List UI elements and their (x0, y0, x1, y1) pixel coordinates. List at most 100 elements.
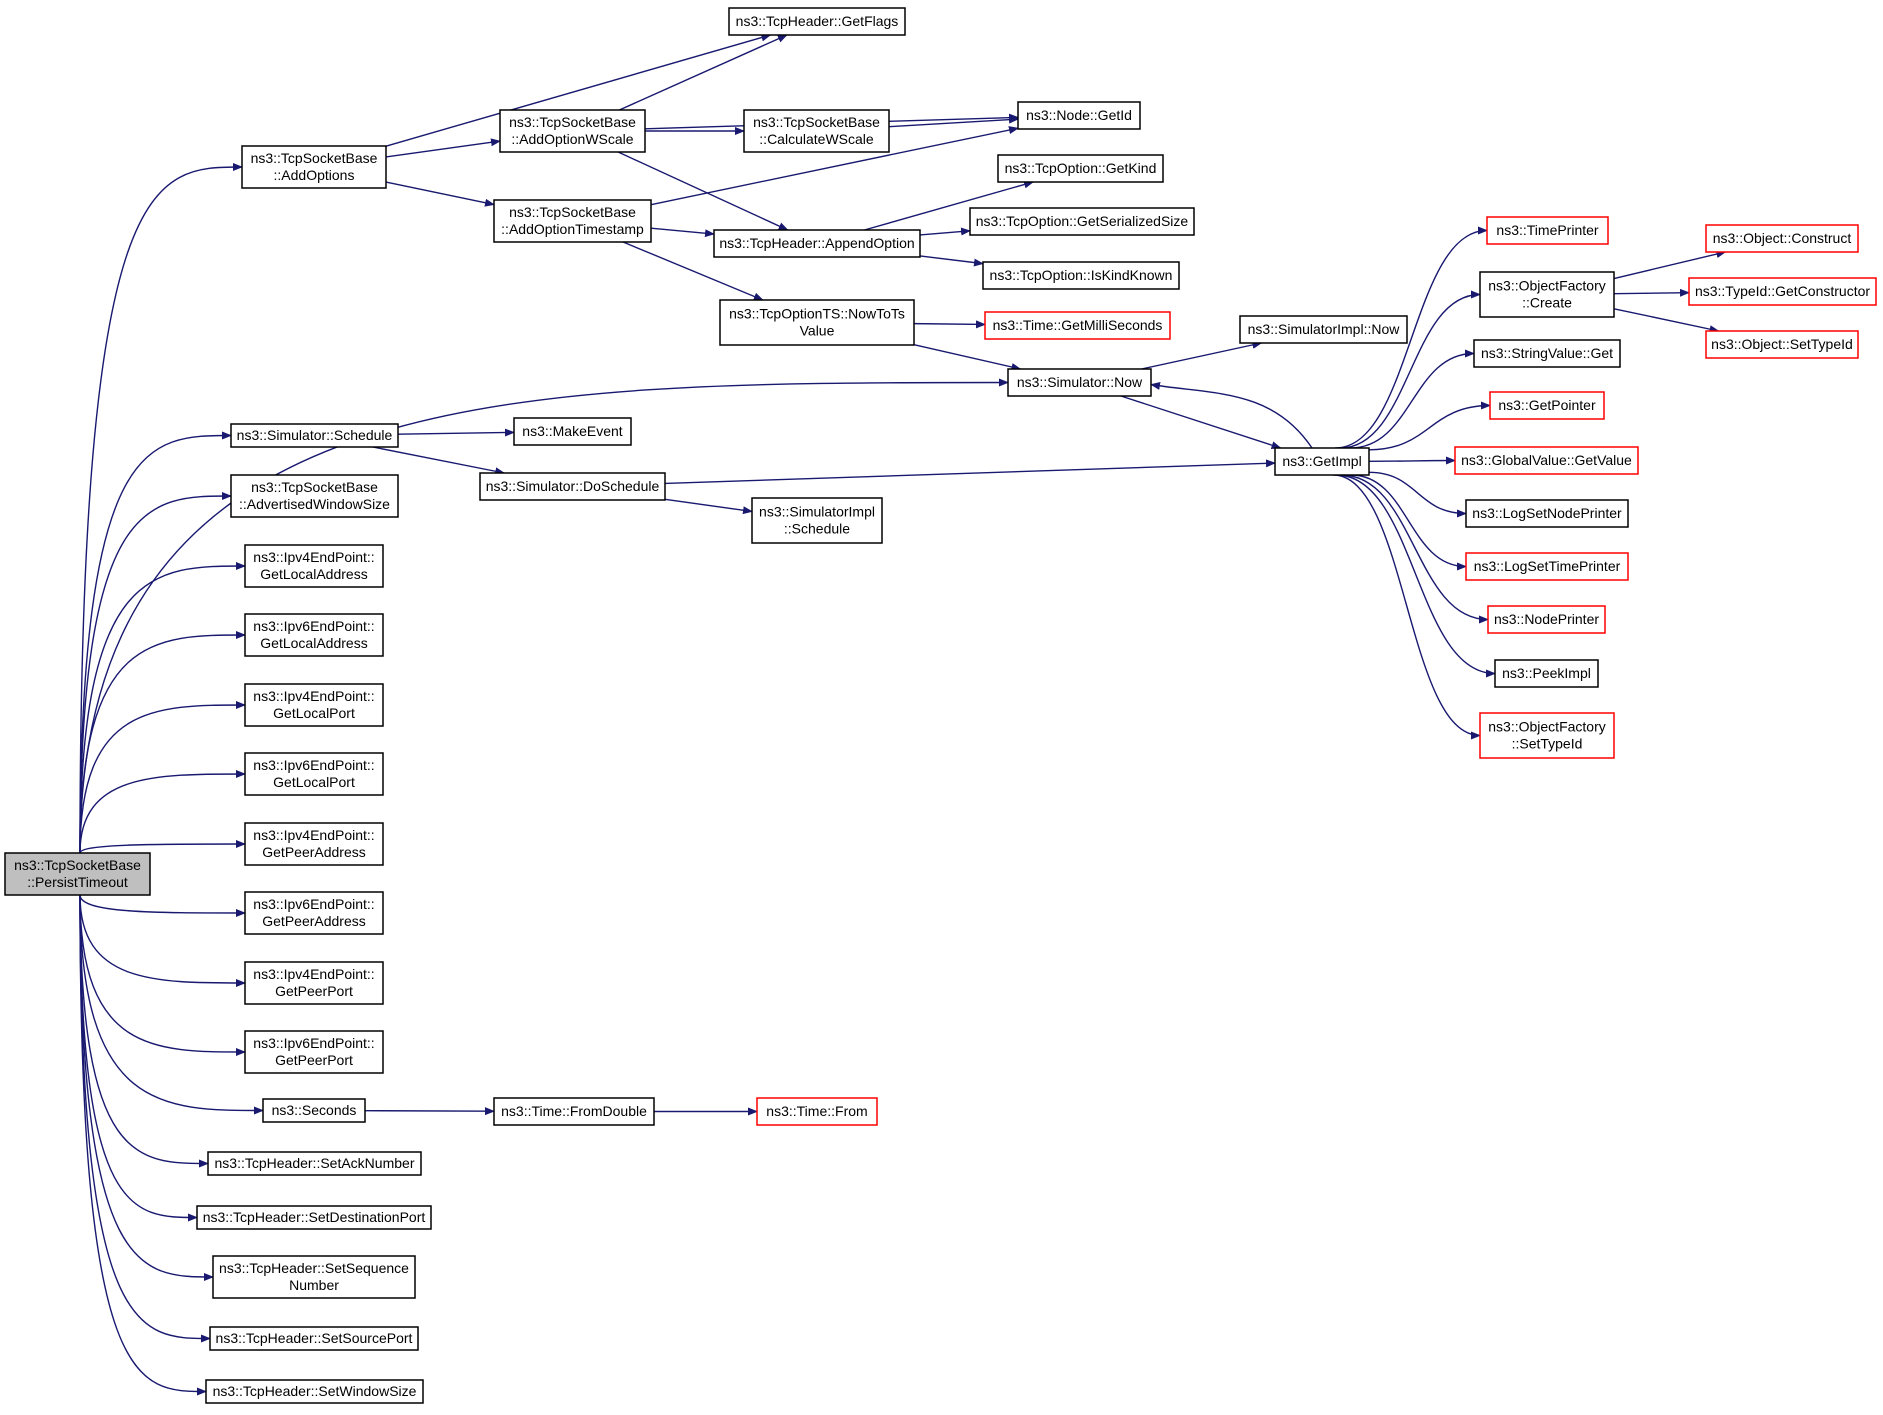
node-box[interactable] (244, 683, 384, 727)
node-box[interactable] (713, 229, 921, 258)
function-node-ipv4-gpa[interactable]: ns3::Ipv4EndPoint::GetPeerAddress (244, 822, 384, 866)
function-node-objfac-settypeid[interactable]: ns3::ObjectFactory::SetTypeId (1479, 712, 1615, 759)
function-node-ipv6-gla[interactable]: ns3::Ipv6EndPoint::GetLocalAddress (244, 613, 384, 657)
function-node-ipv4-gla[interactable]: ns3::Ipv4EndPoint::GetLocalAddress (244, 544, 384, 588)
node-box[interactable] (244, 752, 384, 796)
function-node-getmilli[interactable]: ns3::Time::GetMilliSeconds (984, 311, 1171, 340)
node-box[interactable] (244, 891, 384, 935)
function-node-sim-now[interactable]: ns3::Simulator::Now (1007, 368, 1152, 397)
function-node-add-wscale[interactable]: ns3::TcpSocketBase::AddOptionWScale (499, 109, 646, 153)
node-box[interactable] (209, 1326, 419, 1351)
node-box[interactable] (479, 472, 666, 501)
node-box[interactable] (212, 1255, 416, 1299)
function-node-objfac-create[interactable]: ns3::ObjectFactory::Create (1479, 271, 1615, 318)
function-node-log-node-printer[interactable]: ns3::LogSetNodePrinter (1465, 499, 1629, 528)
node-box[interactable] (499, 109, 646, 153)
node-box[interactable] (1274, 447, 1370, 476)
node-box[interactable] (1487, 605, 1606, 634)
node-box[interactable] (1486, 216, 1609, 245)
function-node-set-src[interactable]: ns3::TcpHeader::SetSourcePort (209, 1326, 419, 1351)
node-box[interactable] (493, 1097, 655, 1126)
function-node-time-from[interactable]: ns3::Time::From (756, 1097, 878, 1126)
node-box[interactable] (241, 145, 387, 189)
function-node-typeid-getctor[interactable]: ns3::TypeId::GetConstructor (1688, 277, 1877, 306)
function-node-add-ts[interactable]: ns3::TcpSocketBase::AddOptionTimestamp (493, 199, 652, 243)
node-box[interactable] (244, 1030, 384, 1074)
node-box[interactable] (969, 207, 1195, 236)
node-box[interactable] (1454, 446, 1639, 475)
node-box[interactable] (196, 1205, 432, 1230)
node-box[interactable] (728, 7, 906, 36)
function-node-set-dest[interactable]: ns3::TcpHeader::SetDestinationPort (196, 1205, 432, 1230)
node-box[interactable] (493, 199, 652, 243)
function-node-time-printer[interactable]: ns3::TimePrinter (1486, 216, 1609, 245)
function-node-get-impl[interactable]: ns3::GetImpl (1274, 447, 1370, 476)
node-box[interactable] (230, 474, 399, 518)
function-node-opt-iskindknown[interactable]: ns3::TcpOption::IsKindKnown (982, 261, 1180, 290)
function-node-simimpl-now[interactable]: ns3::SimulatorImpl::Now (1239, 315, 1408, 344)
node-box[interactable] (1465, 552, 1629, 581)
node-box[interactable] (1479, 271, 1615, 318)
node-box[interactable] (230, 423, 399, 448)
node-box[interactable] (997, 154, 1164, 183)
function-node-opt-getkind[interactable]: ns3::TcpOption::GetKind (997, 154, 1164, 183)
node-box[interactable] (207, 1151, 422, 1176)
node-box[interactable] (751, 497, 883, 544)
node-box[interactable] (1007, 368, 1152, 397)
function-node-adv-window[interactable]: ns3::TcpSocketBase::AdvertisedWindowSize (230, 474, 399, 518)
node-box[interactable] (756, 1097, 878, 1126)
function-node-get-flags[interactable]: ns3::TcpHeader::GetFlags (728, 7, 906, 36)
node-box[interactable] (1465, 499, 1629, 528)
node-box[interactable] (1017, 101, 1141, 130)
node-box[interactable] (1473, 339, 1621, 368)
function-node-obj-settypeid[interactable]: ns3::Object::SetTypeId (1705, 330, 1859, 359)
node-box[interactable] (244, 544, 384, 588)
node-box[interactable] (743, 109, 890, 153)
function-node-ipv4-glp[interactable]: ns3::Ipv4EndPoint::GetLocalPort (244, 683, 384, 727)
function-node-node-getid[interactable]: ns3::Node::GetId (1017, 101, 1141, 130)
node-box[interactable] (1705, 224, 1859, 253)
function-node-ipv4-gpp[interactable]: ns3::Ipv4EndPoint::GetPeerPort (244, 961, 384, 1005)
node-box[interactable] (244, 961, 384, 1005)
function-node-strval-get[interactable]: ns3::StringValue::Get (1473, 339, 1621, 368)
function-node-obj-construct[interactable]: ns3::Object::Construct (1705, 224, 1859, 253)
function-node-simimpl-schedule[interactable]: ns3::SimulatorImpl::Schedule (751, 497, 883, 544)
function-node-make-event[interactable]: ns3::MakeEvent (513, 417, 632, 446)
function-node-time-fromdouble[interactable]: ns3::Time::FromDouble (493, 1097, 655, 1126)
node-box[interactable] (1494, 659, 1599, 688)
node-box[interactable] (1705, 330, 1859, 359)
function-node-ipv6-gpp[interactable]: ns3::Ipv6EndPoint::GetPeerPort (244, 1030, 384, 1074)
node-box[interactable] (1489, 391, 1605, 420)
node-box[interactable] (1479, 712, 1615, 759)
node-box[interactable] (1688, 277, 1877, 306)
function-node-calc-wscale[interactable]: ns3::TcpSocketBase::CalculateWScale (743, 109, 890, 153)
function-node-set-ack[interactable]: ns3::TcpHeader::SetAckNumber (207, 1151, 422, 1176)
function-node-opt-getsersize[interactable]: ns3::TcpOption::GetSerializedSize (969, 207, 1195, 236)
function-node-add-options[interactable]: ns3::TcpSocketBase::AddOptions (241, 145, 387, 189)
node-box[interactable] (984, 311, 1171, 340)
function-node-peek-impl[interactable]: ns3::PeekImpl (1494, 659, 1599, 688)
node-box[interactable] (4, 852, 151, 896)
function-node-log-time-printer[interactable]: ns3::LogSetTimePrinter (1465, 552, 1629, 581)
function-node-persist-timeout[interactable]: ns3::TcpSocketBase::PersistTimeout (4, 852, 151, 896)
function-node-sim-schedule[interactable]: ns3::Simulator::Schedule (230, 423, 399, 448)
node-box[interactable] (513, 417, 632, 446)
function-node-append-option[interactable]: ns3::TcpHeader::AppendOption (713, 229, 921, 258)
node-box[interactable] (244, 613, 384, 657)
function-node-seconds[interactable]: ns3::Seconds (262, 1098, 366, 1123)
function-node-node-printer[interactable]: ns3::NodePrinter (1487, 605, 1606, 634)
function-node-ipv6-gpa[interactable]: ns3::Ipv6EndPoint::GetPeerAddress (244, 891, 384, 935)
function-node-do-schedule[interactable]: ns3::Simulator::DoSchedule (479, 472, 666, 501)
function-node-ipv6-glp[interactable]: ns3::Ipv6EndPoint::GetLocalPort (244, 752, 384, 796)
node-box[interactable] (719, 299, 915, 346)
node-box[interactable] (205, 1379, 424, 1404)
function-node-get-pointer[interactable]: ns3::GetPointer (1489, 391, 1605, 420)
node-box[interactable] (982, 261, 1180, 290)
node-box[interactable] (262, 1098, 366, 1123)
node-box[interactable] (244, 822, 384, 866)
node-box[interactable] (1239, 315, 1408, 344)
function-node-set-win[interactable]: ns3::TcpHeader::SetWindowSize (205, 1379, 424, 1404)
function-node-gv-getvalue[interactable]: ns3::GlobalValue::GetValue (1454, 446, 1639, 475)
